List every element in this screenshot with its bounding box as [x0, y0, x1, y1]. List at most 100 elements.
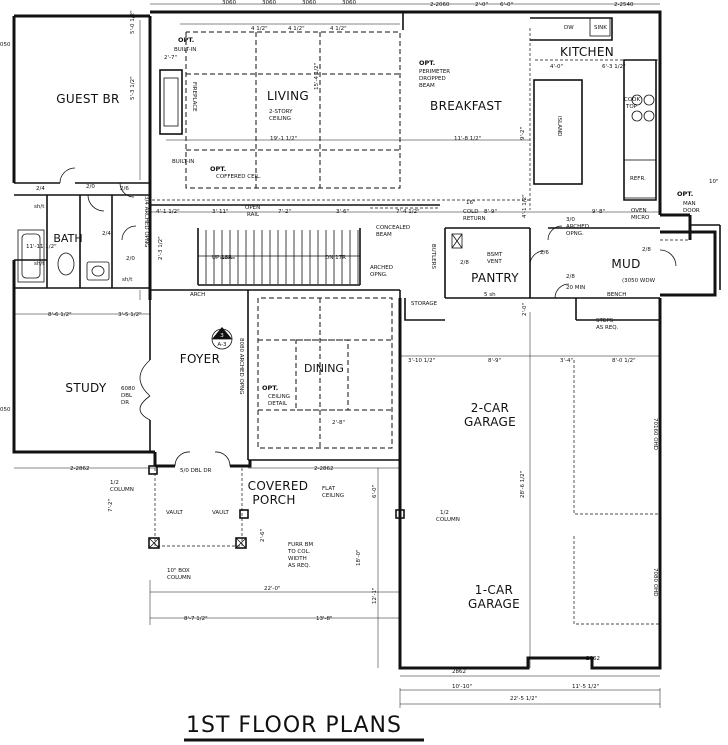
room-kitchen: KITCHEN — [560, 45, 614, 59]
dim-8-9-b: 8'-9" — [488, 358, 501, 364]
note-arched-vert: 3/4 ARCHED OPNG — [143, 196, 149, 247]
dim-2-0-b: 2'-0" — [522, 303, 528, 316]
note-ceiling-detail-1: CEILING — [268, 394, 290, 400]
dim-5-sh: 5 sh — [484, 292, 496, 298]
note-box-col-1: 10" BOX — [167, 568, 190, 574]
exterior-walls — [12, 10, 721, 670]
dim-4-1-half: 4'-1 1/2" — [156, 209, 180, 215]
fixtures — [17, 17, 655, 283]
note-perimeter-2: DROPPED — [419, 76, 446, 82]
room-dining: DINING — [304, 362, 344, 375]
note-opt-3: OPT. — [210, 165, 226, 173]
annotations: OPT. BUILT-IN OPT. PERIMETER DROPPED BEA… — [34, 25, 700, 596]
note-2-story-2: CEILING — [269, 116, 291, 122]
dim-5-3-half: 5'-3 1/2" — [130, 76, 136, 100]
dim-7-2-b: 7'-2" — [108, 499, 114, 512]
dim-18-0: 18'-0" — [356, 549, 362, 566]
section-mark-number: 3 — [220, 333, 224, 339]
note-furr-3: WIDTH — [288, 556, 307, 562]
dim-050-b: 050 — [0, 407, 11, 413]
dim-11-5-half: 11'-5 1/2" — [572, 684, 599, 690]
doors — [59, 167, 677, 467]
note-column-3: 1/2 — [440, 510, 449, 516]
dim-19-1-half: 19'-1 1/2" — [270, 136, 297, 142]
dim-2-2540: 2-2540 — [614, 2, 634, 8]
note-man-door-2: DOOR — [683, 208, 700, 214]
dim-22-0: 22'-0" — [264, 586, 281, 592]
note-study-door-2: DBL — [121, 393, 133, 399]
dim-2-6-b: 2'-6" — [260, 529, 266, 542]
note-bench: BENCH — [607, 292, 626, 298]
dim-3-4: 3'-4" — [560, 358, 573, 364]
dim-3060-d: 3060 — [342, 0, 356, 6]
dim-10-10: 10'-10" — [452, 684, 472, 690]
note-sh-t-3: sh/t — [122, 277, 133, 283]
note-arched-4: OPNG. — [370, 272, 388, 278]
note-oven-2: MICRO — [631, 215, 650, 221]
note-open-rail-1: OPEN — [245, 205, 260, 211]
note-mud-wdw: (3050 WDW — [622, 278, 656, 284]
dim-8-6-half: 8'-6 1/2" — [48, 312, 72, 318]
note-column-1: 1/2 — [110, 480, 119, 486]
note-arch: ARCH — [190, 292, 205, 298]
interior-walls — [14, 17, 660, 460]
dim-3-6: 3'-6" — [336, 209, 349, 215]
dim-28-6-half: 28'-6 1/2" — [520, 471, 526, 498]
room-breakfast: BREAKFAST — [430, 99, 502, 113]
dim-6-3-half: 6'-3 1/2" — [602, 64, 626, 70]
note-closet-7: 2/8 — [460, 260, 469, 266]
title-block: 1ST FLOOR PLANS — [184, 713, 424, 742]
note-opt-5: OPT. — [677, 190, 693, 198]
stairs — [198, 230, 360, 284]
note-flat-1: FLAT — [322, 486, 336, 492]
note-furr-2: TO COL. — [287, 549, 311, 555]
room-foyer: FOYER — [180, 352, 220, 366]
room-storage: STORAGE — [411, 301, 438, 307]
dim-2-2862-a: 2-2862 — [70, 466, 89, 472]
dim-11-8-half: 11'-8 1/2" — [454, 136, 481, 142]
note-col-16: 16" — [466, 200, 476, 206]
note-column-2: COLUMN — [110, 487, 134, 493]
section-mark-sheet: A-3 — [217, 342, 227, 348]
dim-3-10-half: 3'-10 1/2" — [408, 358, 435, 364]
dim-9-8: 9'-8" — [592, 209, 605, 215]
room-bath: BATH — [53, 232, 82, 245]
note-perimeter-1: PERIMETER — [419, 69, 450, 75]
dim-11-11-half: 11'-11 1/2" — [26, 244, 57, 250]
dim-4-half-a: 4 1/2" — [251, 26, 268, 32]
room-2car-label-2: GARAGE — [464, 415, 516, 429]
note-ohd-2: 7080 OHD — [652, 568, 658, 596]
note-cold-2: RETURN — [463, 216, 486, 222]
room-covered-porch-2: PORCH — [252, 493, 295, 507]
ceiling-dashed-lines — [152, 28, 690, 547]
note-dbl-dr: 5/0 DBL DR — [180, 468, 212, 474]
dimension-text: 3060 3060 3060 3060 2-2060 2'-0" 6'-0" 2… — [0, 0, 719, 702]
dim-2-0: 2'-0" — [475, 2, 488, 8]
note-bsmt-2: VENT — [487, 259, 502, 265]
dim-8-7-half: 8'-7 1/2" — [184, 616, 208, 622]
note-arched-1: ARCHED — [566, 224, 589, 230]
note-island: ISLAND — [556, 116, 562, 136]
note-ceiling-detail-2: DETAIL — [268, 401, 288, 407]
note-flat-2: CEILING — [322, 493, 344, 499]
dim-2862-a: 2862 — [452, 669, 466, 675]
note-arched-3: ARCHED — [370, 265, 393, 271]
note-built-in-2: BUILT-IN — [172, 159, 194, 165]
dim-2-3-half: 2'-3 1/2" — [158, 236, 164, 260]
note-opt-1: OPT. — [178, 36, 194, 44]
note-concealed-1: CONCEALED — [376, 225, 410, 231]
dim-3-0: 3/0 — [566, 217, 575, 223]
dim-8-0-half: 8'-0 1/2" — [612, 358, 636, 364]
room-guest-br: GUEST BR — [56, 92, 119, 106]
dim-6-0: 6'-0" — [500, 2, 513, 8]
room-1car-label-2: GARAGE — [468, 597, 520, 611]
dim-4-half-c: 4 1/2" — [330, 26, 347, 32]
note-vault-1: VAULT — [166, 510, 184, 516]
note-vault-2: VAULT — [212, 510, 230, 516]
note-open-rail-2: RAIL — [247, 212, 260, 218]
note-furr-4: AS REQ. — [288, 563, 311, 569]
room-mud: MUD — [611, 257, 640, 271]
dim-4-half-b: 4 1/2" — [288, 26, 305, 32]
room-labels: GUEST BR LIVING BREAKFAST KITCHEN BATH S… — [53, 45, 640, 611]
note-cook-1: COOK — [624, 97, 640, 103]
